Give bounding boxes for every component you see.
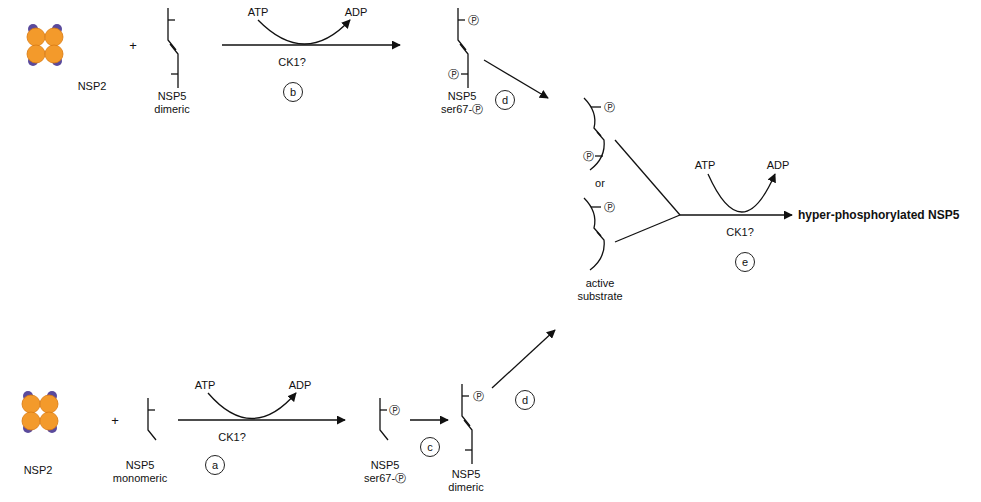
- reaction-arrow: [222, 20, 400, 45]
- step-arrow: [484, 60, 548, 98]
- nsp5-dimer-phospho: [462, 384, 472, 464]
- merge-arrow: [615, 140, 792, 242]
- step-circle: b: [283, 82, 303, 102]
- cofactor-label: ADP: [767, 159, 790, 172]
- step-arrow: [492, 330, 555, 388]
- step-circle: d: [515, 390, 535, 410]
- protein-label: NSP5 ser67-Ⓟ: [355, 459, 415, 485]
- cofactor-label: ADP: [289, 379, 312, 392]
- plus-sign: +: [111, 414, 119, 427]
- kinase-label: CK1?: [218, 431, 246, 444]
- phosphate-mark: Ⓟ: [583, 150, 594, 163]
- protein-label: NSP5 ser67-Ⓟ: [432, 90, 492, 116]
- kinase-label: CK1?: [726, 226, 754, 239]
- step-circle: c: [420, 437, 440, 457]
- plus-sign: +: [129, 39, 137, 52]
- nsp5-dimer: [168, 8, 178, 88]
- step-arrow: [410, 419, 448, 420]
- step-letter: a: [212, 459, 218, 471]
- nsp2-icon: [22, 391, 58, 433]
- phosphate-mark: Ⓟ: [468, 14, 479, 27]
- step-circle: a: [205, 455, 225, 475]
- cofactor-label: ATP: [248, 6, 269, 19]
- step-circle: e: [735, 252, 755, 272]
- phosphate-mark: Ⓟ: [604, 101, 615, 114]
- step-circle: d: [495, 90, 515, 110]
- phosphate-mark: Ⓟ: [473, 390, 484, 403]
- product-label: hyper-phosphorylated NSP5: [798, 209, 959, 222]
- cofactor-label: ATP: [695, 159, 716, 172]
- nsp2-icon: [27, 24, 63, 66]
- protein-label: NSP5 monomeric: [109, 459, 171, 485]
- protein-label: NSP5 dimeric: [440, 468, 492, 494]
- step-letter: c: [427, 441, 433, 453]
- cofactor-label: ATP: [195, 379, 216, 392]
- step-letter: b: [290, 86, 296, 98]
- step-letter: e: [742, 256, 748, 268]
- nsp5-dimer-phospho: [458, 8, 468, 88]
- nsp5-monomer-phospho: [380, 398, 388, 440]
- step-letter: d: [502, 94, 508, 106]
- cofactor-label: ADP: [345, 6, 368, 19]
- phosphate-mark: Ⓟ: [389, 404, 400, 417]
- connector-word: or: [595, 177, 605, 190]
- active-substrate-molecule: [584, 98, 604, 270]
- reaction-arrow: [178, 393, 345, 420]
- phosphate-mark: Ⓟ: [604, 201, 615, 214]
- nsp5-monomer: [148, 398, 156, 440]
- substrate-label: active substrate: [570, 277, 630, 303]
- phosphate-mark: Ⓟ: [448, 68, 459, 81]
- protein-label: NSP2: [24, 464, 53, 477]
- protein-label: NSP5 dimeric: [146, 90, 198, 116]
- kinase-label: CK1?: [278, 56, 306, 69]
- step-letter: d: [522, 394, 528, 406]
- protein-label: NSP2: [78, 80, 107, 93]
